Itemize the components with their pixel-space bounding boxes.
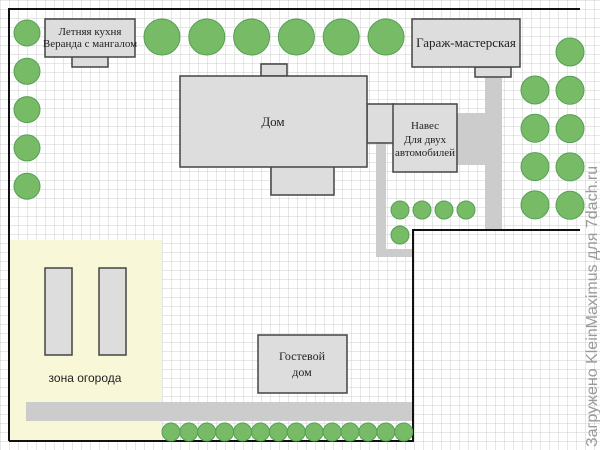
tree-bottom-row: [197, 422, 217, 442]
tree-right-outer: [555, 75, 585, 105]
tree-bottom-row: [233, 422, 253, 442]
trees: [13, 18, 585, 442]
tree-top-row: [143, 18, 181, 56]
tree-top-row: [233, 18, 271, 56]
path-left-vertical: [376, 143, 386, 257]
tree-bottom-row: [286, 422, 306, 442]
house-porch-bottom: [270, 165, 335, 196]
garage-label: Гараж-мастерская: [416, 35, 516, 50]
guest-house-label-2: дом: [292, 365, 312, 379]
tree-right-inner: [520, 75, 550, 105]
tree-left-column: [13, 96, 41, 124]
tree-top-row: [277, 18, 315, 56]
tree-bottom-row: [394, 422, 414, 442]
tree-small-row: [390, 200, 410, 220]
house: [179, 75, 368, 168]
carport-label-3: автомобилей: [395, 147, 455, 159]
tree-small-row: [412, 200, 432, 220]
plot-border: [8, 8, 580, 442]
carport-label-1: Навес: [411, 120, 439, 132]
tree-bottom-row: [376, 422, 396, 442]
tree-left-column: [13, 57, 41, 85]
carport-label-2: Для двух: [404, 134, 447, 146]
tree-right-outer: [555, 152, 585, 182]
tree-bottom-row: [179, 422, 199, 442]
tree-left-column: [13, 134, 41, 162]
tree-top-row: [322, 18, 360, 56]
tree-right-inner: [520, 190, 550, 220]
tree-right-outer: [555, 190, 585, 220]
tree-small-row: [434, 200, 454, 220]
garage-porch: [474, 66, 512, 78]
tree-bottom-row: [340, 422, 360, 442]
garden-bed-1: [44, 267, 73, 356]
tree-top-row: [367, 18, 405, 56]
tree-bottom-row: [215, 422, 235, 442]
tree-left-column: [13, 19, 41, 47]
tree-bottom-row: [322, 422, 342, 442]
tree-top-row: [188, 18, 226, 56]
tree-bottom-row: [161, 422, 181, 442]
tree-bottom-row: [304, 422, 324, 442]
guest-house: [257, 334, 348, 394]
summer-kitchen: [44, 18, 136, 58]
garden-zone-label: зона огорода: [49, 371, 122, 385]
guest-house-label-1: Гостевой: [279, 349, 326, 363]
tree-right-inner: [520, 152, 550, 182]
summer-kitchen-label-2: Веранда с мангалом: [43, 38, 137, 50]
watermark: Загружено KleinMaximus для 7dach.ru: [584, 166, 600, 447]
summer-kitchen-label-1: Летняя кухня: [59, 26, 122, 38]
carport: [392, 103, 458, 173]
tree-right-outer: [555, 37, 585, 67]
paths: [26, 77, 502, 421]
buildings: [44, 18, 521, 394]
tree-bottom-row: [268, 422, 288, 442]
path-bottom: [26, 402, 413, 421]
garden-bed-2: [98, 267, 127, 356]
house-label: Дом: [261, 114, 284, 129]
house-porch-top: [260, 63, 288, 77]
path-carport-horizontal: [457, 113, 502, 165]
tree-right-outer: [555, 114, 585, 144]
tree-right-inner: [520, 113, 550, 143]
tree-small-row: [456, 200, 476, 220]
tree-bottom-row: [251, 422, 270, 442]
path-left-horizontal: [376, 249, 413, 257]
tree-small-row: [390, 225, 410, 245]
house-connector: [366, 103, 395, 144]
tree-bottom-row: [358, 422, 378, 442]
tree-left-column: [13, 172, 41, 200]
garage: [411, 18, 521, 68]
